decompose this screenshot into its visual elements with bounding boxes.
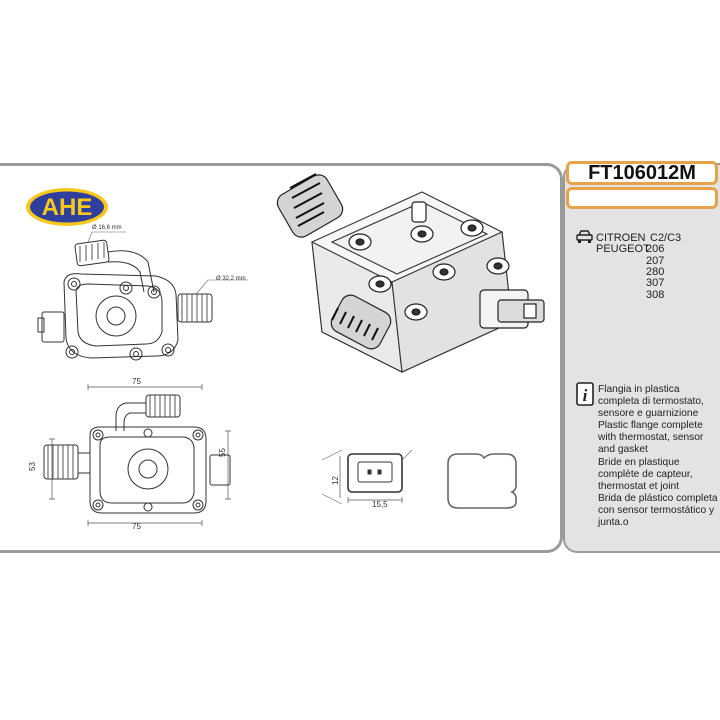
brand-logo-text: AHE bbox=[42, 194, 93, 221]
front-view-drawing bbox=[37, 231, 248, 361]
dim-connector-height: 12 bbox=[330, 476, 340, 485]
dim-width-bottom: 75 bbox=[132, 522, 141, 531]
application-make: CITROEN bbox=[596, 232, 646, 244]
brand-logo: AHE bbox=[26, 188, 108, 226]
application-model: 206 bbox=[646, 243, 665, 256]
dim-outlet-small: Ø 16,6 mm bbox=[92, 225, 122, 231]
application-model: 280 bbox=[646, 265, 665, 278]
description-en: Plastic flange complete with thermostat,… bbox=[598, 420, 704, 456]
gasket-drawing bbox=[447, 453, 517, 509]
car-icon bbox=[576, 230, 593, 243]
description-es: Brida de plástico completa con sensor te… bbox=[598, 492, 718, 529]
application-make: PEUGEOT bbox=[596, 243, 650, 256]
description-fr: Bride en plastique complète de capteur, … bbox=[598, 456, 693, 492]
info-sidebar bbox=[563, 163, 720, 553]
subtitle-box bbox=[566, 187, 718, 209]
connector-drawing bbox=[321, 449, 413, 505]
isometric-view-drawing bbox=[276, 173, 545, 373]
dim-height-left: 53 bbox=[27, 462, 37, 471]
description-it: Flangia in plastica completa di termosta… bbox=[598, 384, 704, 420]
product-code: FT106012M bbox=[566, 161, 718, 185]
application-model: 307 bbox=[646, 277, 665, 290]
application-model: C2/C3 bbox=[650, 232, 682, 244]
application-model: 207 bbox=[646, 254, 665, 267]
dim-outlet-large: Ø 32,2 mm bbox=[216, 276, 246, 282]
svg-text:i: i bbox=[583, 386, 588, 405]
description-text: Flangia in plastica completa di termosta… bbox=[598, 384, 718, 529]
dimension-view-drawing bbox=[43, 384, 231, 526]
dim-width-top: 75 bbox=[132, 377, 141, 386]
dim-height-right: 55 bbox=[217, 448, 227, 457]
application-model: 308 bbox=[646, 288, 665, 301]
info-icon: i bbox=[576, 382, 594, 406]
dim-connector-width: 15,5 bbox=[372, 500, 388, 509]
